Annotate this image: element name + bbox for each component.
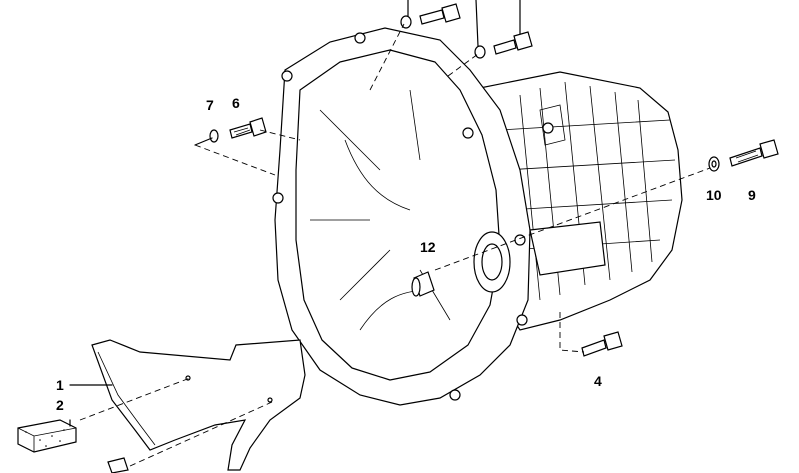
callout-7: 7 [206, 97, 214, 113]
rubber-block [17, 419, 77, 453]
washer-10 [708, 156, 720, 172]
sleeve [411, 271, 435, 297]
cover-bolt [107, 457, 129, 473]
callout-1: 1 [56, 377, 64, 393]
callout-12: 12 [420, 239, 436, 255]
callout-4: 4 [594, 373, 602, 389]
top-bolts [400, 3, 533, 59]
washer-7 [209, 129, 219, 143]
transmission-housing [272, 27, 683, 406]
assembly-lines [69, 0, 711, 467]
callout-10: 10 [706, 187, 722, 203]
callout-6: 6 [232, 95, 240, 111]
bolt-9 [729, 139, 779, 167]
callout-labels: 1 2 4 6 7 9 10 12 [56, 95, 756, 413]
callout-9: 9 [748, 187, 756, 203]
bolt-4 [581, 331, 623, 357]
callout-2: 2 [56, 397, 64, 413]
bolt-6 [229, 117, 267, 139]
dust-cover-plate [91, 339, 306, 471]
